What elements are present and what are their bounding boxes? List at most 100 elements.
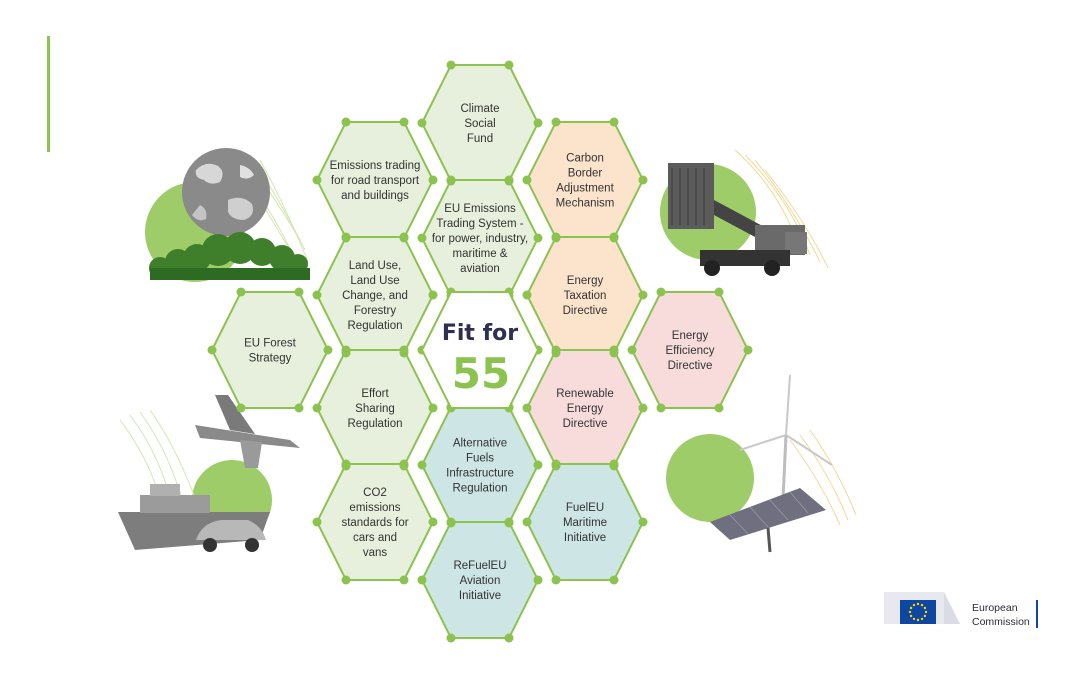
hex-vertex-dot [533, 575, 543, 585]
hex-vertex-dot [551, 117, 561, 127]
hex-land-use-forestry-label-line: Forestry [354, 305, 396, 317]
hex-vertex-dot [551, 232, 561, 242]
hex-eu-ets-label-line: maritime & [453, 248, 508, 260]
eu-star-icon [920, 603, 924, 607]
hex-vertex-dot [428, 517, 438, 527]
hex-co2-standards-label-line: CO2 [363, 487, 387, 499]
hex-vertex-dot [341, 232, 351, 242]
hex-vertex-dot [399, 459, 409, 469]
hex-vertex-dot [341, 345, 351, 355]
hex-effort-sharing-label-line: Effort [361, 388, 389, 400]
hex-emissions-trading-road-buildings-label-line: Emissions trading [330, 160, 421, 172]
hex-vertex-dot [399, 232, 409, 242]
hex-eu-forest-strategy-label-line: EU Forest [244, 338, 297, 350]
hex-land-use-forestry-label-line: Land Use, [349, 260, 401, 272]
hex-fueleu-maritime-label-line: FuelEU [566, 502, 604, 514]
hex-vertex-dot [294, 403, 304, 413]
hex-refueleu-aviation-label-line: Aviation [460, 575, 501, 587]
eu-star-icon [916, 602, 920, 606]
center-badge: Fit for 55 [420, 291, 540, 409]
hex-co2-standards-label-line: emissions [349, 502, 400, 514]
hex-vertex-dot [341, 117, 351, 127]
hex-effort-sharing-label-line: Sharing [355, 403, 395, 415]
hex-vertex-dot [312, 175, 322, 185]
hex-energy-taxation-label-line: Taxation [564, 290, 607, 302]
hex-co2-standards-label-line: cars and [353, 532, 397, 544]
hex-vertex-dot [428, 175, 438, 185]
hex-vertex-dot [522, 517, 532, 527]
hex-vertex-dot [522, 403, 532, 413]
hex-climate-social-fund-label-line: Social [464, 118, 495, 130]
hex-vertex-dot [551, 345, 561, 355]
hex-vertex-dot [207, 345, 217, 355]
hex-vertex-dot [656, 403, 666, 413]
hex-vertex-dot [504, 517, 514, 527]
hex-land-use-forestry-label-line: Land Use [350, 275, 399, 287]
hex-vertex-dot [312, 517, 322, 527]
globe-with-trees-icon [145, 148, 310, 282]
hex-alternative-fuels-label-line: Regulation [453, 483, 508, 495]
plane-ship-car-icon [118, 395, 300, 552]
hex-vertex-dot [417, 460, 427, 470]
hex-eu-ets-label-line: aviation [460, 263, 500, 275]
logo-line2: Commission [972, 616, 1030, 628]
container-crane-icon [660, 149, 829, 276]
hex-vertex-dot [446, 60, 456, 70]
hex-vertex-dot [504, 633, 514, 643]
hex-vertex-dot [399, 345, 409, 355]
hex-vertex-dot [533, 460, 543, 470]
hex-vertex-dot [428, 403, 438, 413]
hex-vertex-dot [417, 118, 427, 128]
hex-vertex-dot [638, 517, 648, 527]
hex-vertex-dot [428, 290, 438, 300]
hex-carbon-border-adjustment-label-line: Adjustment [556, 183, 614, 195]
hex-vertex-dot [551, 575, 561, 585]
hex-vertex-dot [609, 459, 619, 469]
center-title: Fit for [442, 321, 518, 346]
hex-vertex-dot [533, 233, 543, 243]
hex-vertex-dot [323, 345, 333, 355]
hex-land-use-forestry-label-line: Change, and [342, 290, 408, 302]
hex-fueleu-maritime-label-line: Initiative [564, 532, 606, 544]
hex-alternative-fuels-label-line: Infrastructure [446, 468, 514, 480]
hex-vertex-dot [638, 175, 648, 185]
eu-star-icon [912, 617, 916, 621]
hex-vertex-dot [638, 403, 648, 413]
hex-vertex-dot [312, 403, 322, 413]
hex-vertex-dot [638, 290, 648, 300]
hex-vertex-dot [609, 345, 619, 355]
hex-vertex-dot [236, 287, 246, 297]
hex-vertex-dot [294, 287, 304, 297]
hex-effort-sharing-label-line: Regulation [348, 418, 403, 430]
hex-alternative-fuels [420, 406, 540, 524]
hex-renewable-energy-label-line: Energy [567, 403, 604, 415]
hex-vertex-dot [341, 459, 351, 469]
hex-carbon-border-adjustment-label-line: Carbon [566, 153, 604, 165]
european-commission-logo: European Commission [884, 592, 1038, 628]
hex-vertex-dot [714, 287, 724, 297]
center-hex [420, 291, 540, 409]
hex-vertex-dot [609, 117, 619, 127]
hex-vertex-dot [714, 403, 724, 413]
eu-star-icon [909, 606, 913, 610]
hex-energy-taxation-label-line: Energy [567, 275, 604, 287]
hex-refueleu-aviation-label-line: ReFuelEU [453, 560, 506, 572]
eu-stars-icon [908, 602, 928, 622]
hex-eu-forest-strategy [210, 291, 330, 409]
hex-vertex-dot [522, 175, 532, 185]
hex-vertex-dot [743, 345, 753, 355]
hex-vertex-dot [417, 575, 427, 585]
hex-climate-social-fund-label-line: Climate [461, 103, 500, 115]
hex-vertex-dot [533, 118, 543, 128]
eu-star-icon [908, 610, 912, 614]
hex-renewable-energy-label-line: Renewable [556, 388, 614, 400]
hex-alternative-fuels-label-line: Fuels [466, 453, 494, 465]
hex-energy-efficiency-label-line: Energy [672, 330, 709, 342]
hex-vertex-dot [609, 232, 619, 242]
hex-vertex-dot [446, 175, 456, 185]
hex-vertex-dot [627, 345, 637, 355]
hex-eu-ets-label-line: Trading System - [436, 218, 523, 230]
hex-carbon-border-adjustment-label-line: Mechanism [556, 198, 615, 210]
hex-energy-efficiency-label-line: Directive [668, 360, 713, 372]
